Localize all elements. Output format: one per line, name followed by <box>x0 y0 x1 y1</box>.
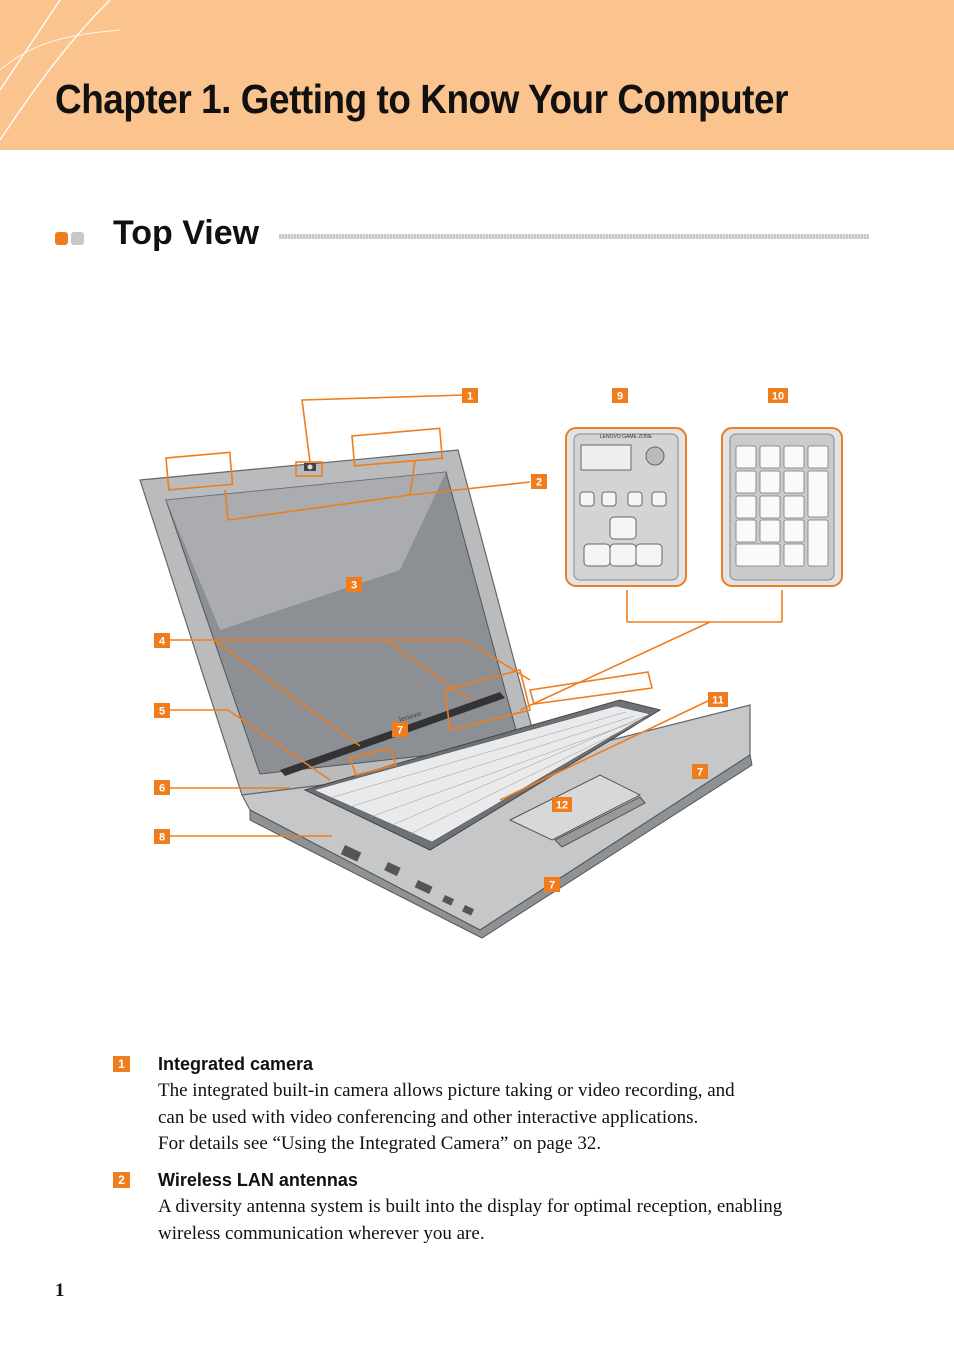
callout-7-front: 7 <box>549 880 555 892</box>
section-title: Top View <box>113 214 260 252</box>
entry-number-badge: 2 <box>113 1172 130 1188</box>
description-line: For details see “Using the Integrated Ca… <box>158 1133 602 1154</box>
callout-2: 2 <box>536 477 542 489</box>
description-line: wireless communication wherever you are. <box>158 1222 485 1244</box>
entry-description: A diversity antenna system is built into… <box>158 1194 873 1247</box>
page-number: 1 <box>55 1280 65 1301</box>
section-heading-row: Top View <box>55 212 870 262</box>
entry-heading: Wireless LAN antennas <box>158 1170 358 1190</box>
callout-10: 10 <box>772 391 784 403</box>
callout-6: 6 <box>159 783 165 795</box>
callout-5: 5 <box>159 706 165 718</box>
entry-description: The integrated built-in camera allows pi… <box>158 1078 873 1158</box>
chapter-title: Chapter 1. Getting to Know Your Computer <box>55 76 788 122</box>
banner-swoosh-decoration <box>0 0 121 141</box>
callout-4: 4 <box>159 636 166 648</box>
callout-9: 9 <box>617 391 623 403</box>
laptop-top-view-figure: 1 9 10 2 3 4 5 7 11 6 7 12 8 7 <box>100 370 860 950</box>
section-rule <box>279 234 869 239</box>
description-line: can be used with video conferencing and … <box>158 1106 699 1128</box>
callout-3: 3 <box>351 580 357 592</box>
entry-heading: Integrated camera <box>158 1054 314 1074</box>
callout-7-right: 7 <box>697 767 703 779</box>
callout-8: 8 <box>159 832 165 844</box>
callout-12: 12 <box>556 800 568 812</box>
description-line: A diversity antenna system is built into… <box>158 1196 783 1217</box>
callout-7-keyboard: 7 <box>397 725 403 737</box>
description-line: The integrated built-in camera allows pi… <box>158 1080 735 1101</box>
chapter-banner: Chapter 1. Getting to Know Your Computer <box>0 0 954 150</box>
section-bullets-icon <box>55 232 87 250</box>
gamezone-label: LENOVO GAME ZONE <box>600 434 653 440</box>
entry-number-badge: 1 <box>113 1056 130 1072</box>
callout-1: 1 <box>467 391 473 403</box>
callout-11: 11 <box>712 695 724 707</box>
laptop-illustration: 1 9 10 2 3 4 5 7 11 6 7 12 8 7 <box>139 388 843 939</box>
